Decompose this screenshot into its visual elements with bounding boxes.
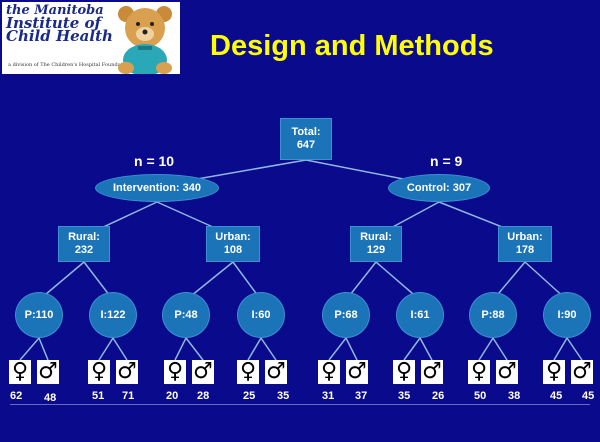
female-symbol-icon: ♀: [9, 360, 31, 384]
female-count: 20: [166, 390, 179, 402]
arm-node: I:60: [237, 292, 285, 338]
group-label: Urban:: [215, 231, 251, 243]
arm-node: P:48: [162, 292, 210, 338]
female-symbol-icon: ♀: [164, 360, 186, 384]
female-count: 31: [322, 390, 335, 402]
connector-line: [403, 337, 421, 361]
intervention-n-label: n = 10: [134, 153, 175, 169]
female-count: 50: [474, 390, 487, 402]
female-symbol-icon: ♀: [237, 360, 259, 384]
connector-line: [38, 337, 49, 361]
female-count: 51: [92, 390, 105, 402]
connector-line: [260, 337, 277, 361]
connector-line: [328, 337, 347, 361]
control-n-label: n = 9: [430, 153, 463, 169]
arm-node: I:61: [396, 292, 444, 338]
connector-line: [345, 337, 358, 361]
group-node: Urban: 178: [498, 226, 552, 262]
group-label: Rural:: [360, 231, 392, 243]
male-symbol-icon: ♂: [571, 360, 593, 384]
connector-line: [553, 337, 568, 361]
logo-line-2: Institute of: [6, 14, 101, 32]
baseline-divider: [10, 404, 590, 405]
group-node: Rural: 232: [58, 226, 110, 262]
male-count: 35: [277, 390, 290, 402]
male-symbol-icon: ♂: [496, 360, 518, 384]
connector-line: [98, 337, 114, 361]
male-symbol-icon: ♂: [265, 360, 287, 384]
female-count: 45: [550, 390, 563, 402]
arm-node: I:122: [89, 292, 137, 338]
logo-tagline: a division of The Children's Hospital Fo…: [8, 62, 131, 68]
arm-node: I:90: [543, 292, 591, 338]
female-symbol-icon: ♀: [393, 360, 415, 384]
male-symbol-icon: ♂: [346, 360, 368, 384]
connector-line: [419, 337, 433, 361]
intervention-node: Intervention: 340: [95, 174, 219, 202]
male-count: 45: [582, 390, 595, 402]
connector-line: [174, 337, 187, 361]
male-count: 26: [432, 390, 445, 402]
logo-wordmark: the Manitoba Institute of Child Health: [6, 3, 116, 45]
connector-line: [185, 337, 204, 361]
group-label: Urban:: [507, 231, 543, 243]
connector-line: [247, 337, 262, 361]
group-value: 232: [74, 244, 94, 256]
arm-node: P:110: [15, 292, 63, 338]
female-symbol-icon: ♀: [88, 360, 110, 384]
female-symbol-icon: ♀: [318, 360, 340, 384]
female-count: 25: [243, 390, 256, 402]
connector-line: [112, 337, 128, 361]
group-value: 178: [515, 244, 535, 256]
slide-title: Design and Methods: [210, 30, 494, 62]
connector-line: [478, 337, 494, 361]
group-value: 129: [366, 244, 386, 256]
root-node: Total: 647: [280, 118, 332, 160]
group-value: 108: [223, 244, 243, 256]
root-value: 647: [296, 139, 316, 151]
male-symbol-icon: ♂: [421, 360, 443, 384]
manitoba-institute-logo: the Manitoba Institute of Child Health a…: [2, 2, 180, 74]
male-count: 28: [197, 390, 210, 402]
connector-line: [19, 337, 40, 361]
male-symbol-icon: ♂: [116, 360, 138, 384]
group-node: Rural: 129: [350, 226, 402, 262]
male-symbol-icon: ♂: [192, 360, 214, 384]
arm-node: P:88: [469, 292, 517, 338]
control-node: Control: 307: [388, 174, 490, 202]
male-count: 38: [508, 390, 521, 402]
group-node: Urban: 108: [206, 226, 260, 262]
arm-node: P:68: [322, 292, 370, 338]
male-symbol-icon: ♂: [37, 360, 59, 384]
group-label: Rural:: [68, 231, 100, 243]
teddy-bear-icon: [118, 6, 172, 74]
female-symbol-icon: ♀: [543, 360, 565, 384]
logo-line-3: Child Health: [6, 27, 113, 45]
male-count: 71: [122, 390, 135, 402]
connector-line: [566, 337, 583, 361]
connector-line: [492, 337, 508, 361]
root-label: Total:: [291, 126, 321, 138]
male-count: 48: [44, 392, 57, 404]
female-count: 62: [10, 390, 23, 402]
female-symbol-icon: ♀: [468, 360, 490, 384]
logo-line-1: the Manitoba: [6, 3, 104, 18]
male-count: 37: [355, 390, 368, 402]
female-count: 35: [398, 390, 411, 402]
